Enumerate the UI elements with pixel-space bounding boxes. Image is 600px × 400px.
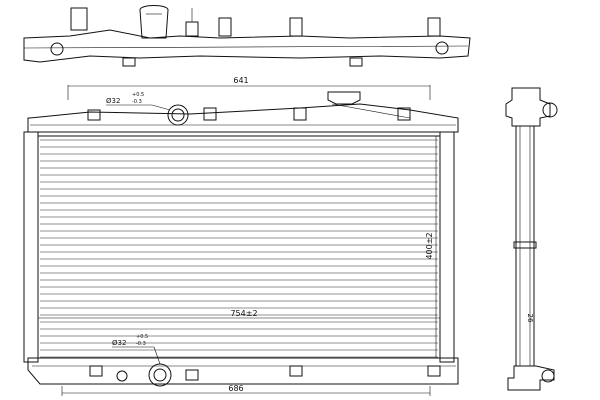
dimension-686: 686 — [61, 384, 431, 396]
outlet-diameter-label: Ø32 — [112, 339, 126, 347]
lower-tab-3 — [289, 365, 303, 377]
inlet-diameter-upper-tol: +0.5 — [132, 92, 144, 98]
side-view: 26 — [505, 87, 558, 391]
filler-cap-flange — [327, 91, 361, 105]
upper-tab-2 — [203, 107, 217, 121]
outlet-dim-leader — [153, 346, 161, 365]
dim-641-label: 641 — [233, 76, 248, 85]
top-view — [23, 5, 471, 67]
outlet-diameter-upper-tol: +0.5 — [136, 334, 148, 340]
dimension-754: 754±2 — [38, 309, 440, 319]
top-view-tab-4 — [289, 17, 303, 37]
side-view-bracket — [513, 241, 537, 249]
lower-tank-outline — [27, 357, 459, 385]
outlet-pipe-inner — [153, 368, 167, 382]
top-view-tab-1 — [70, 7, 88, 31]
outlet-diameter-lower-tol: -0.3 — [136, 341, 146, 347]
dim-686-label: 686 — [228, 384, 243, 393]
side-view-outlet — [541, 369, 555, 383]
drain-plug — [116, 370, 128, 382]
upper-tab-3 — [293, 107, 307, 121]
side-view-thickness-label: 26 — [526, 314, 534, 323]
dimension-outlet-diameter: Ø32 +0.5 -0.3 — [112, 334, 161, 365]
upper-tab-1 — [87, 109, 101, 121]
dimension-400: 400±2 — [425, 136, 437, 358]
dim-754-label: 754±2 — [230, 309, 257, 318]
front-view — [23, 91, 459, 387]
top-view-peg-right — [349, 57, 363, 67]
top-view-centerline — [23, 45, 469, 49]
core-tubes — [40, 139, 438, 358]
left-side-tank — [23, 131, 39, 363]
right-side-tank — [439, 131, 455, 363]
side-view-core — [515, 125, 535, 367]
inlet-diameter-lower-tol: -0.3 — [132, 99, 142, 105]
side-view-lower-tank — [507, 365, 555, 391]
top-view-tab-3 — [218, 17, 232, 37]
inlet-diameter-label: Ø32 — [106, 97, 120, 105]
lower-tab-4 — [427, 365, 441, 377]
upper-tab-4 — [397, 107, 411, 121]
top-view-tab-2 — [185, 21, 199, 37]
top-view-mount-hole-right — [435, 41, 449, 55]
dimension-inlet-diameter: Ø32 +0.5 -0.3 — [106, 92, 171, 111]
dim-400-label: 400±2 — [425, 232, 434, 259]
radiator-core — [37, 135, 441, 359]
side-view-inlet — [542, 102, 558, 118]
side-view-upper-tank — [505, 87, 551, 127]
top-view-filler-neck — [139, 5, 169, 39]
inlet-dim-leader — [151, 104, 171, 111]
inlet-pipe-inner — [171, 108, 185, 122]
top-view-mount-hole-left — [50, 42, 64, 56]
inlet-pipe-outer — [167, 104, 189, 126]
top-view-peg-left — [122, 57, 136, 67]
filler-leader — [331, 103, 411, 119]
upper-tank-outline — [27, 103, 459, 133]
dimension-641: 641 — [67, 76, 431, 100]
lower-tab-2 — [185, 369, 199, 381]
top-view-tab-5 — [427, 17, 441, 37]
lower-tab-1 — [89, 365, 103, 377]
outlet-pipe-outer — [148, 363, 172, 387]
